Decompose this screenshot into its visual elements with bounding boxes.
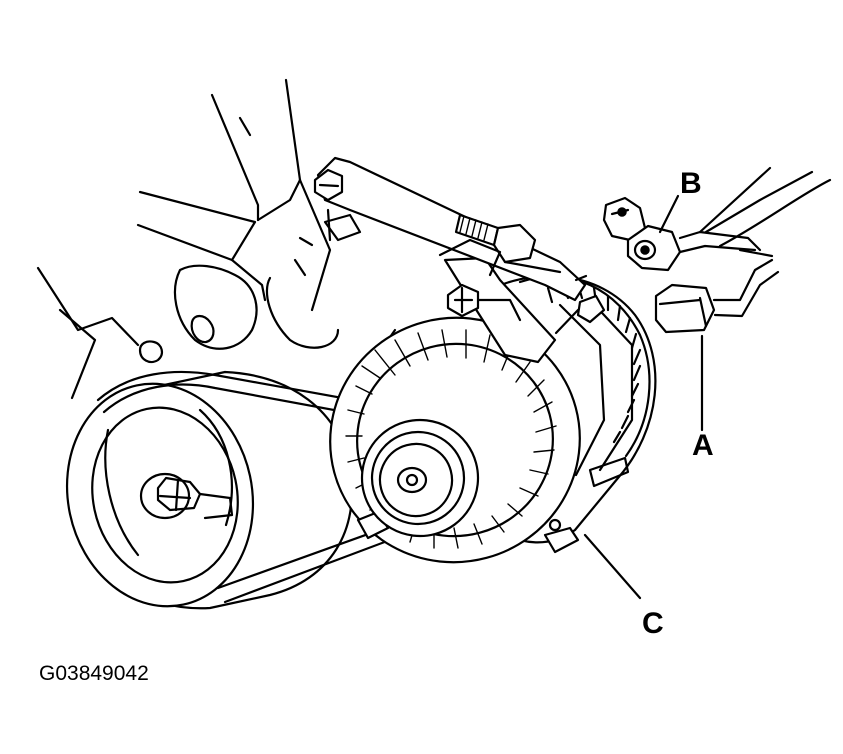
callout-c: C — [642, 607, 664, 640]
upper-bracket — [313, 156, 606, 324]
callout-a: A — [692, 429, 714, 462]
connector-b — [602, 166, 832, 272]
crankshaft-pulley — [65, 370, 353, 610]
callout-b: B — [680, 167, 702, 200]
figure-id: G03849042 — [39, 662, 149, 685]
leader-lines — [583, 194, 704, 600]
connector-a — [654, 258, 780, 334]
engine-block — [36, 78, 397, 400]
